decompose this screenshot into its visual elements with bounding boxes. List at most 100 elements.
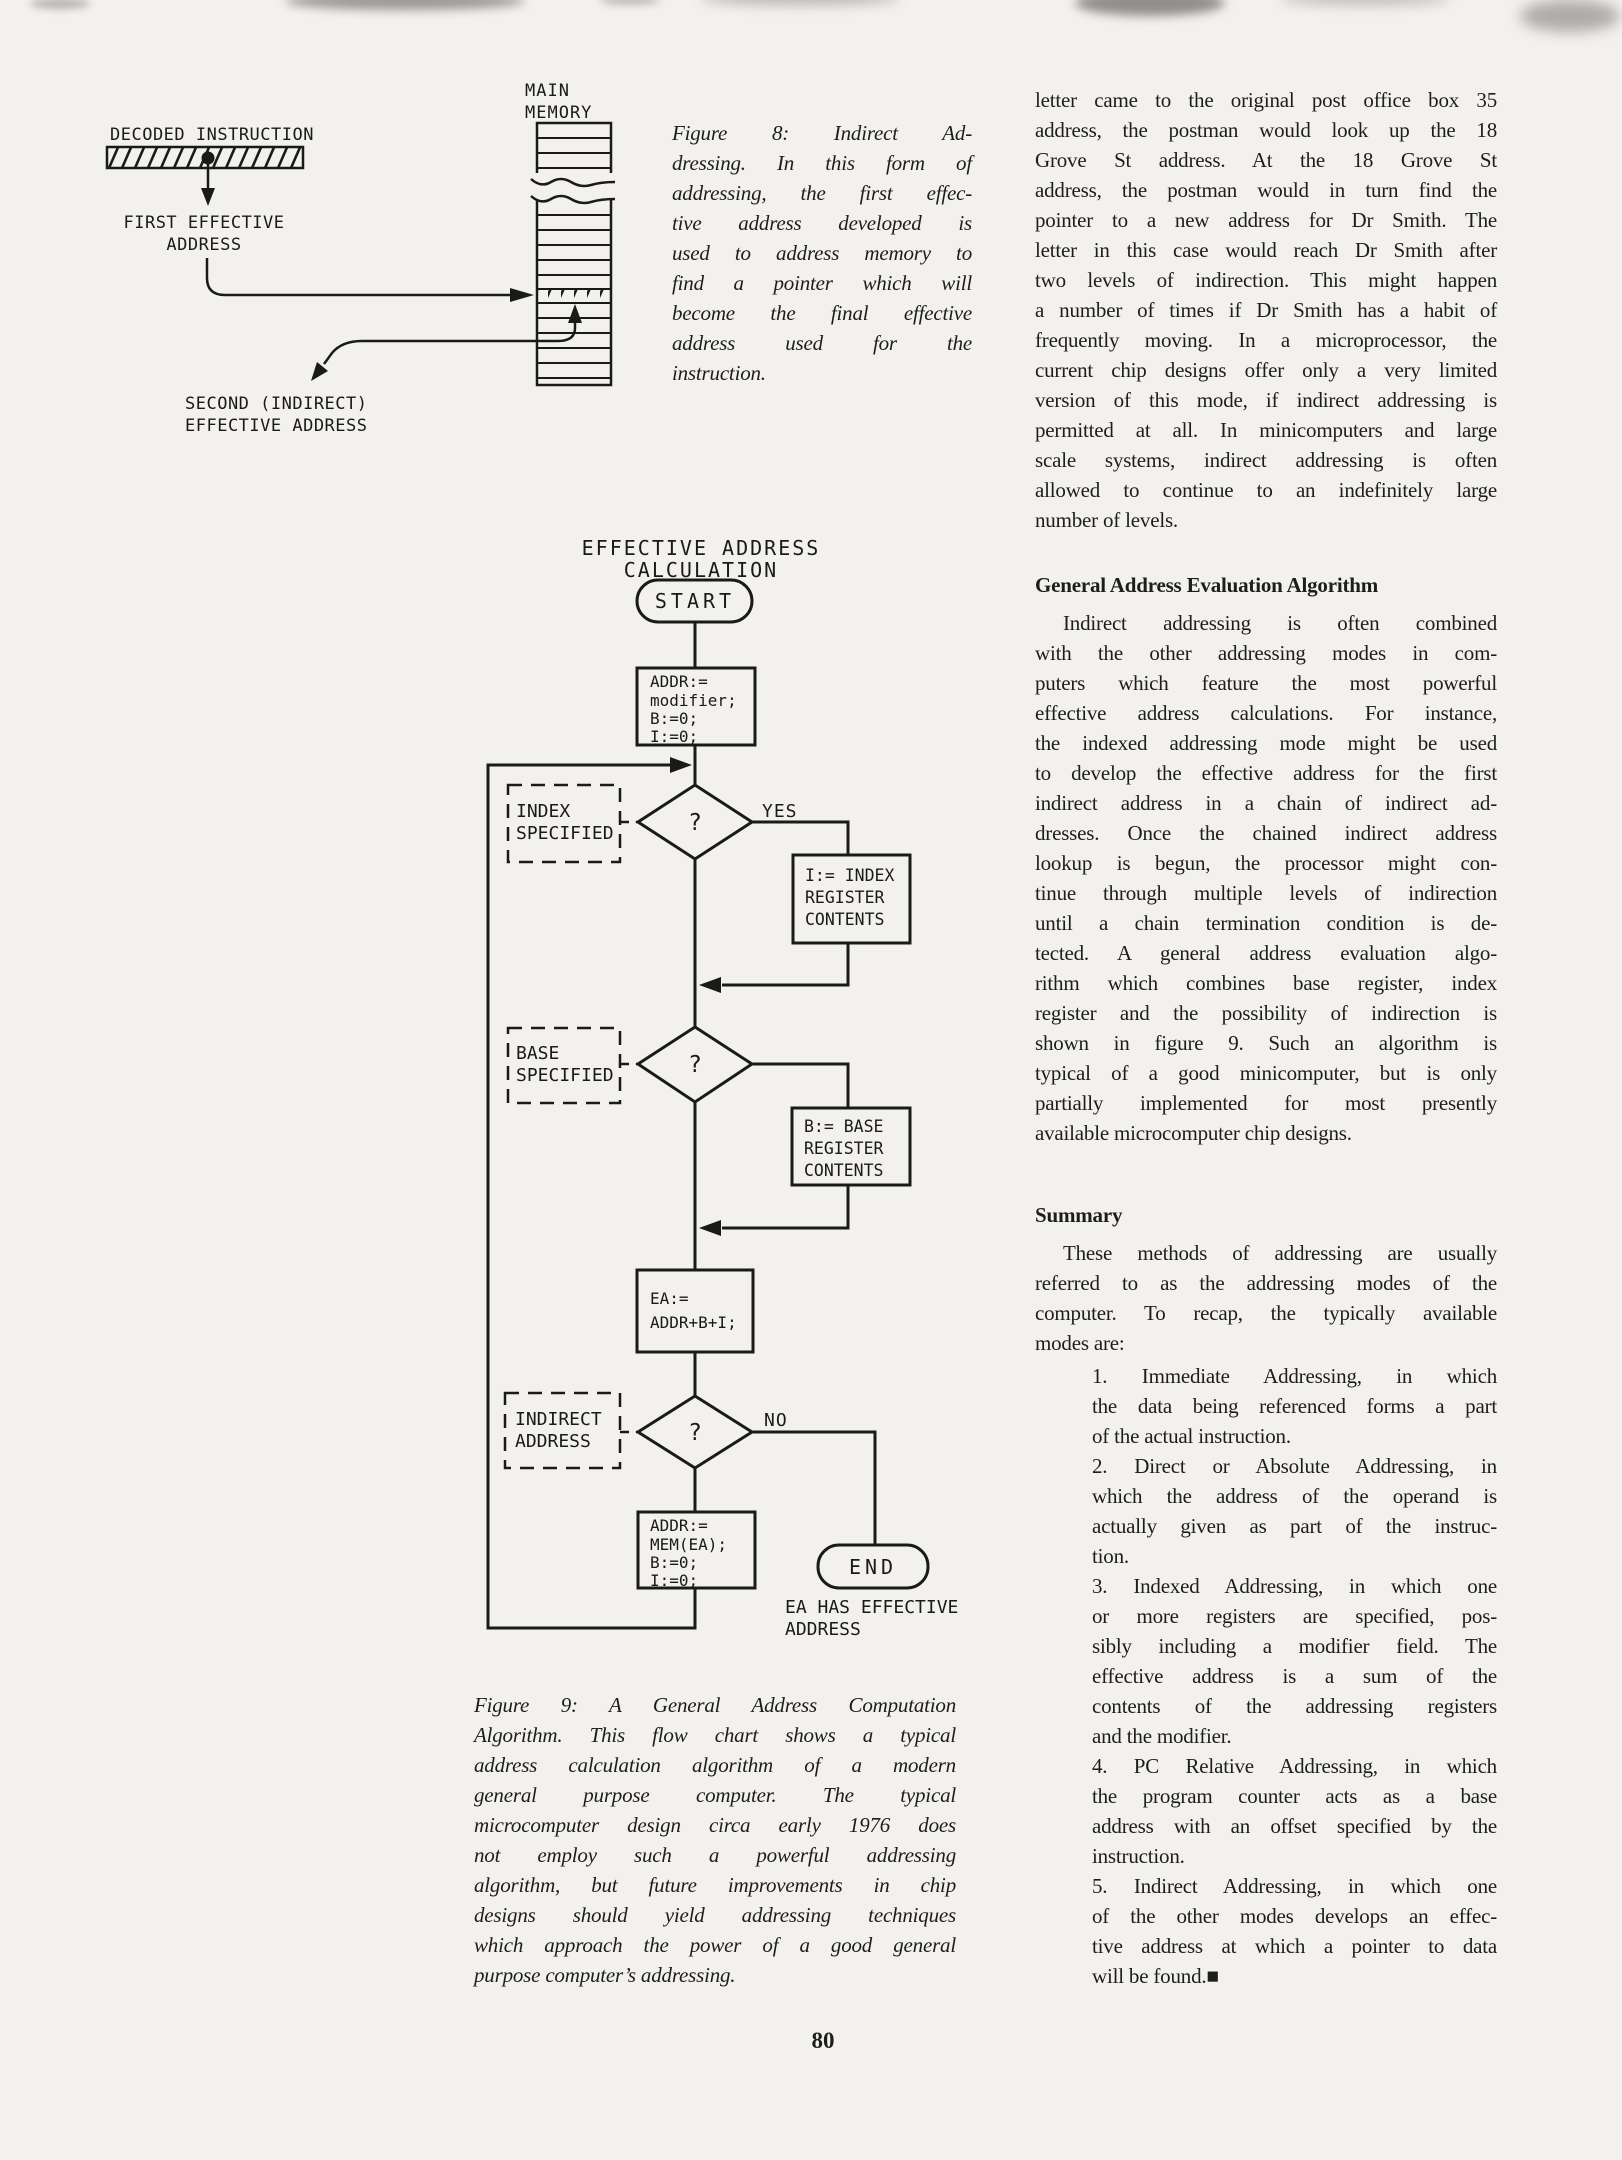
text-line: of the other modes develops an effec- [1092,1904,1497,1928]
memory-break-squiggle [530,194,616,205]
text-line: modes are: [1035,1331,1125,1355]
text-line: pointer to a new address for Dr Smith. T… [1035,208,1497,232]
text-line: tected. A general address evaluation alg… [1035,941,1497,965]
text-line: Algorithm. This flow chart shows a typic… [474,1723,956,1747]
start-terminal: START [635,578,754,624]
flowchart-title-line-1: EFFECTIVE ADDRESS [582,536,821,560]
text-line: 2. Direct or Absolute Addressing, in [1092,1454,1497,1478]
main-memory-label-1: MAIN [525,81,570,101]
effective-address-sum-box: EA:= ADDR+B+I; [635,1268,755,1354]
text-line: tive address developed is [672,211,972,235]
text-line: purpose computer’s addressing. [474,1963,736,1987]
article-text-column: letter came to the original post office … [1035,85,1497,1991]
svg-text:MEM(EA);: MEM(EA); [650,1535,727,1554]
scan-artifact [600,0,660,5]
text-line: address, the postman would look up the 1… [1035,118,1497,142]
text-line: address, the postman would in turn find … [1035,178,1497,202]
decision-question-mark: ? [688,1420,702,1446]
svg-text:B:=0;: B:=0; [650,709,698,728]
svg-text:REGISTER: REGISTER [805,888,885,907]
text-line: computer. To recap, the typically availa… [1035,1301,1497,1325]
text-line: General Address Evaluation Algorithm [1035,573,1379,597]
text-line: Summary [1035,1203,1123,1227]
text-line: Grove St address. At the 18 Grove St [1035,148,1497,172]
yes-branch-label: YES [762,801,798,822]
text-line: frequently moving. In a microprocessor, … [1035,328,1497,352]
text-line: permitted at all. In minicomputers and l… [1035,418,1497,442]
svg-text:I:=0;: I:=0; [650,1571,698,1590]
base-register-box: B:= BASE REGISTER CONTENTS [790,1106,912,1187]
text-line: instruction. [1092,1844,1185,1868]
text-line: tion. [1092,1544,1129,1568]
text-line: indirect address in a chain of indirect … [1035,791,1497,815]
text-line: actually given as part of the instruc- [1092,1514,1497,1538]
text-line: addressing, the first effec- [672,181,972,205]
svg-text:modifier;: modifier; [650,691,737,710]
start-label: START [655,589,735,613]
text-line: dressing. In this form of [672,151,972,175]
svg-text:CONTENTS: CONTENTS [804,1161,883,1180]
text-line: address with an offset specified by the [1092,1814,1497,1838]
decoded-instruction-label: DECODED INSTRUCTION [110,125,314,145]
index-specified-decision: INDEX SPECIFIED ? YES [506,783,798,864]
text-line: to develop the effective address for the… [1035,761,1497,785]
text-line: referred to as the addressing modes of t… [1035,1271,1497,1295]
list-item: 2. Direct or Absolute Addressing, in whic… [1092,1451,1497,1571]
figure8-diagram: DECODED INSTRUCTION FIRST EFFECTIVE ADDR… [105,81,620,436]
text-line: until a chain termination condition is d… [1035,911,1497,935]
text-line: 3. Indexed Addressing, in which one [1092,1574,1497,1598]
end-note-line-2: ADDRESS [785,1619,861,1640]
text-line: address calculation algorithm of a moder… [474,1753,956,1777]
text-line: with the other addressing modes in com- [1035,641,1497,665]
list-item: 3. Indexed Addressing, in which one or mo… [1092,1571,1497,1751]
text-line: or more registers are specified, pos- [1092,1604,1497,1628]
scan-artifact [1280,0,1450,5]
para: letter came to the original post office … [1035,85,1497,535]
text-line: the data being referenced forms a part [1092,1394,1497,1418]
text-line: partially implemented for most presently [1035,1091,1497,1115]
text-line: lookup is begun, the processor might con… [1035,851,1497,875]
no-branch-label: NO [764,1410,788,1431]
text-line: shown in figure 9. Such an algorithm is [1035,1031,1497,1055]
memory-break-squiggle [530,177,616,188]
text-line: find a pointer which will [672,271,972,295]
second-effective-address-label-2: EFFECTIVE ADDRESS [185,416,368,436]
text-line: number of levels. [1035,508,1178,532]
text-line: letter came to the original post office … [1035,88,1497,112]
text-line: Figure 8: Indirect Ad- [672,121,972,145]
svg-text:CONTENTS: CONTENTS [805,910,884,929]
scan-artifact [700,0,900,5]
decision-question-mark: ? [688,810,702,836]
text-line: tinue through multiple levels of indirec… [1035,881,1497,905]
text-line: the indexed addressing mode might be use… [1035,731,1497,755]
first-effective-address: FIRST EFFECTIVE ADDRESS [123,164,534,302]
text-line: scale systems, indirect addressing is of… [1035,448,1497,472]
text-line: which the address of the operand is [1092,1484,1497,1508]
text-line: address used for the [672,331,972,355]
text-line: effective address calculations. For inst… [1035,701,1497,725]
page-number: 80 [811,2028,835,2053]
svg-text:BASE: BASE [516,1043,559,1064]
text-line: the program counter acts as a base [1092,1784,1497,1808]
text-line: 5. Indirect Addressing, in which one [1092,1874,1497,1898]
text-line: puters which feature the most powerful [1035,671,1497,695]
list-item: 4. PC Relative Addressing, in which the p… [1092,1751,1497,1871]
svg-text:SPECIFIED: SPECIFIED [516,823,614,844]
second-effective-address-label-1: SECOND (INDIRECT) [185,394,368,414]
main-memory-label-2: MEMORY [525,103,592,123]
text-line: contents of the addressing registers [1092,1694,1497,1718]
init-process-box: ADDR:= modifier; B:=0; I:=0; [635,666,757,747]
flowchart-title-line-2: CALCULATION [624,558,778,582]
first-effective-address-label-2: ADDRESS [166,235,241,255]
svg-text:INDIRECT: INDIRECT [515,1409,602,1430]
main-memory-column: MAIN MEMORY [525,81,620,387]
index-register-box: I:= INDEX REGISTER CONTENTS [791,853,912,945]
text-line: effective address is a sum of the [1092,1664,1497,1688]
text-line: letter in this case would reach Dr Smith… [1035,238,1497,262]
text-line: 4. PC Relative Addressing, in which [1092,1754,1497,1778]
heading: Summary [1035,1200,1497,1230]
svg-text:I:= INDEX: I:= INDEX [805,866,894,885]
list-item: 5. Indirect Addressing, in which one of t… [1092,1871,1497,1991]
